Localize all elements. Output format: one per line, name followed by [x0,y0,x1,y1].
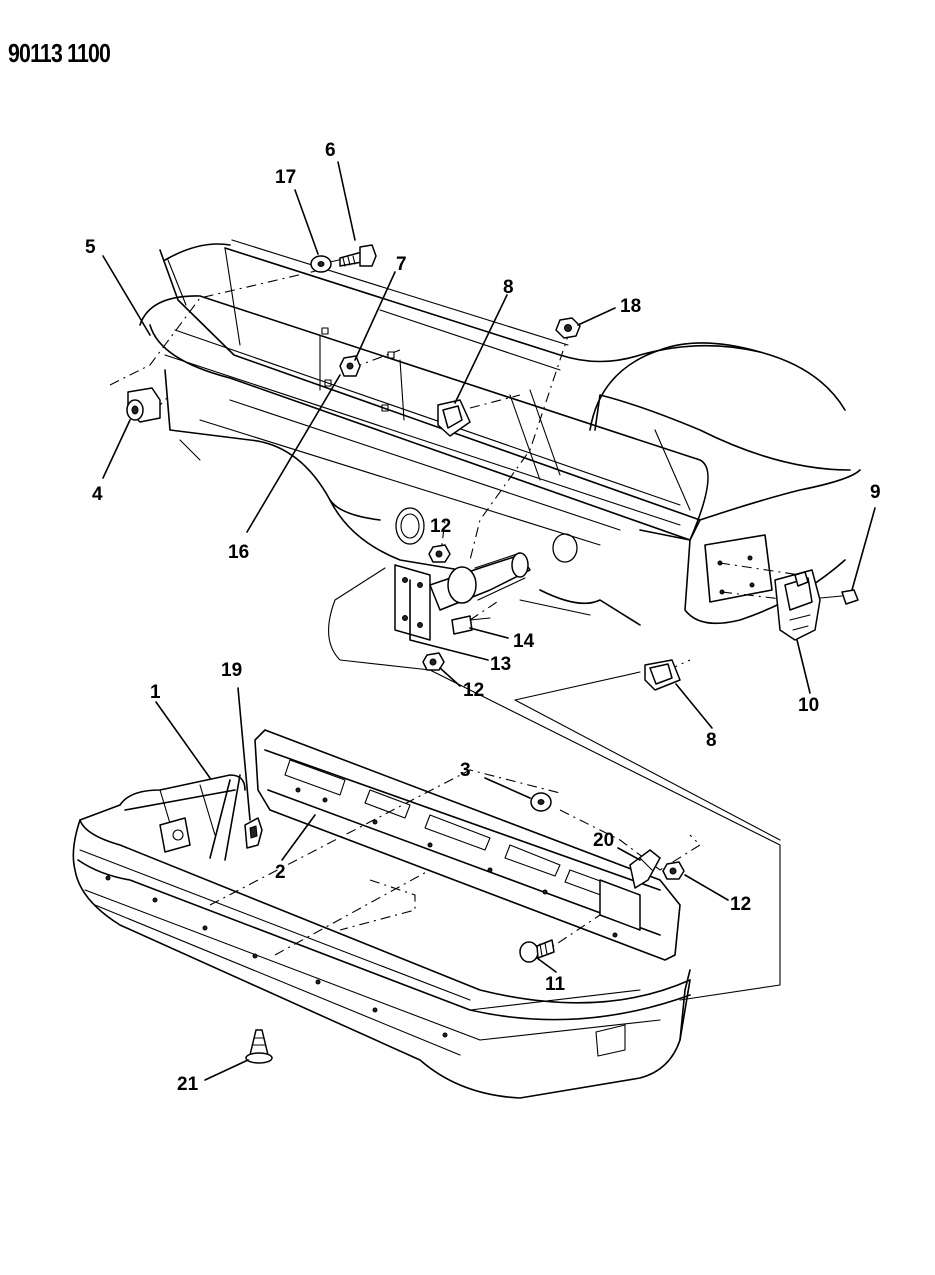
callout-12-upper: 12 [430,516,451,537]
callout-12-lower: 12 [463,680,484,701]
bumper-fascia [72,774,691,1099]
callout-14: 14 [513,631,535,652]
part-8-bracket-lower [644,659,681,691]
callout-5: 5 [85,237,96,258]
callout-8-upper: 8 [503,277,514,298]
callout-18: 18 [620,296,641,317]
callout-13: 13 [490,654,511,675]
callout-17: 17 [275,167,296,188]
part-18-nut [555,317,581,339]
callout-7: 7 [396,254,407,275]
part-21-push-pin [245,1029,273,1064]
callout-1: 1 [150,682,161,703]
part-2-reinforcement [254,729,681,961]
part-12-nut-lower [422,652,445,671]
reference-lines [328,567,781,1001]
callout-19: 19 [221,660,242,681]
callout-12-right: 12 [730,894,751,915]
install-lines-upper [109,254,801,956]
part-17-washer [310,255,332,273]
callout-20: 20 [593,830,614,851]
callout-labels: 17 6 5 7 8 18 4 16 12 9 14 13 12 10 8 1 … [85,140,881,1095]
part-13-absorber-bracket [394,552,531,641]
part-19-clip [244,817,263,849]
part-4-isolator [126,387,161,423]
callout-10: 10 [798,695,819,716]
part-6-bolt [339,244,377,267]
callout-3: 3 [460,760,471,781]
part-11-fastener [519,939,555,963]
vehicle-rear-body [139,239,861,626]
callout-21: 21 [177,1074,199,1095]
callout-16: 16 [228,542,249,563]
callout-6: 6 [325,140,336,161]
part-12-nut-right [662,861,685,880]
diagram-number: 90113 1100 [8,38,111,68]
leader-lines [102,161,876,1081]
part-14-bolt [451,615,491,635]
part-3-washer [530,792,552,812]
parts-upper [126,244,859,691]
callout-8-lower: 8 [706,730,717,751]
part-10-bracket [774,569,821,641]
part-9-screw [819,589,859,605]
callout-11: 11 [545,974,566,995]
part-12-nut-upper [428,544,451,563]
callout-9: 9 [870,482,881,503]
part-7-nut [339,355,361,377]
callout-4: 4 [92,484,103,505]
part-20-bracket [629,849,661,889]
callout-2: 2 [275,862,286,883]
